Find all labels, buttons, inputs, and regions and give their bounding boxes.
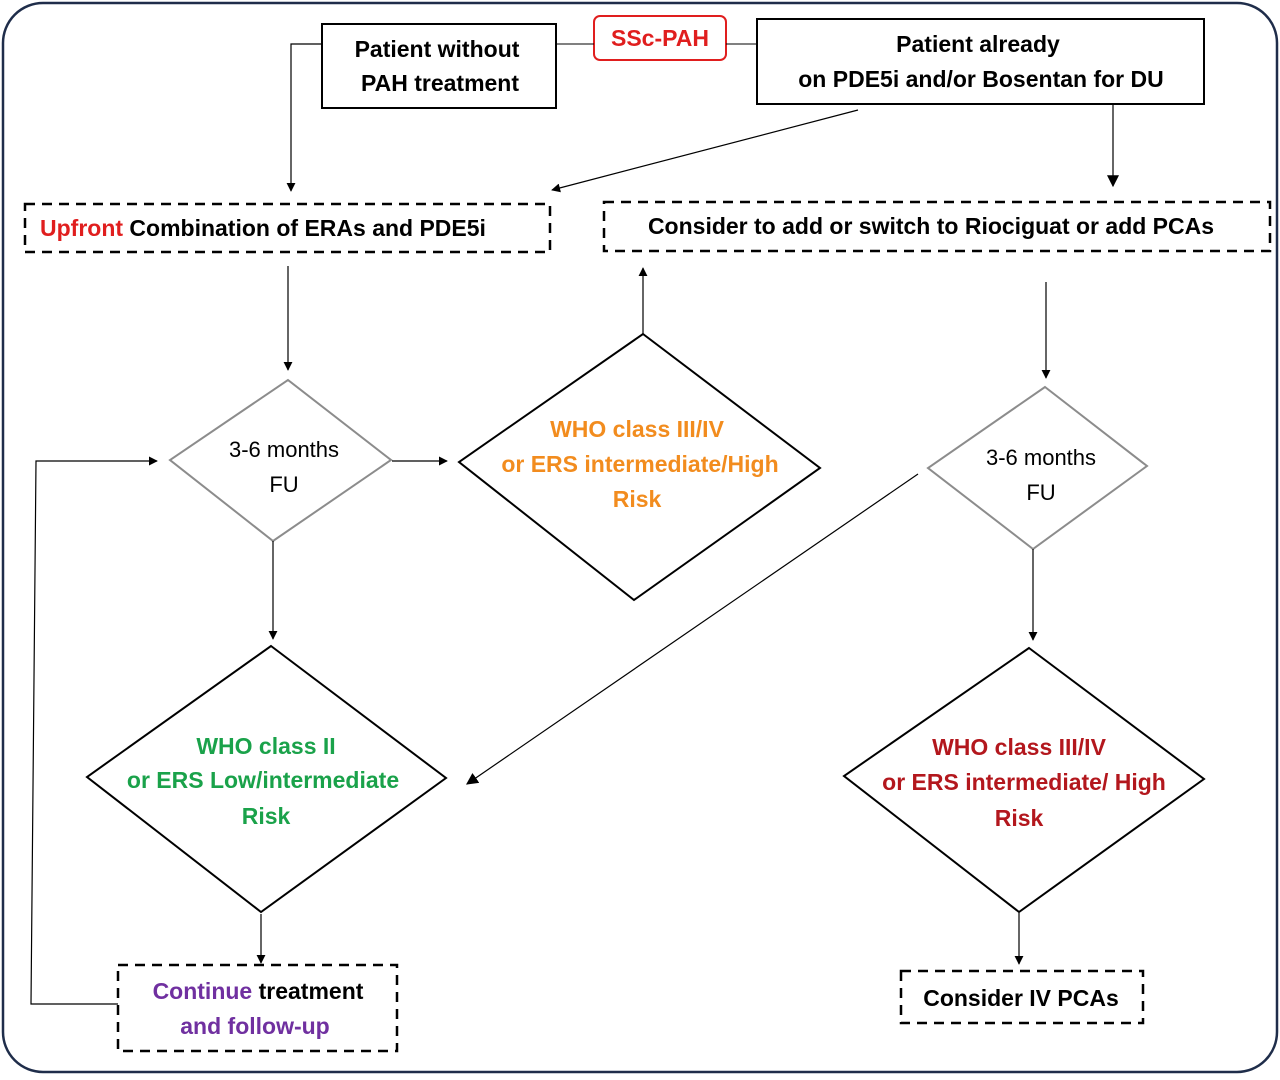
consider-add-label: Consider to add or switch to Riociguat o… — [648, 213, 1214, 239]
fu-right-node: 3-6 months FU — [926, 385, 1149, 551]
upfront-rest: Combination of ERAs and PDE5i — [123, 215, 486, 241]
fu-left-node: 3-6 months FU — [168, 378, 393, 543]
who-orange-line3: Risk — [613, 486, 662, 512]
continue-highlight: Continue — [153, 978, 253, 1004]
fu-left-line2: FU — [269, 472, 298, 497]
upfront-node: Upfront Combination of ERAs and PDE5i — [23, 202, 552, 254]
consider-iv-node: Consider IV PCAs — [899, 969, 1145, 1025]
arrow-already-to-upfront — [551, 109, 859, 193]
already-on-line1: Patient already — [896, 31, 1060, 57]
continue-node: Continue treatment and follow-up — [116, 963, 399, 1053]
continue-line2: and follow-up — [180, 1013, 329, 1039]
who-green-line3: Risk — [242, 803, 291, 829]
who-green-line1: WHO class II — [196, 733, 335, 759]
consider-add-node: Consider to add or switch to Riociguat o… — [602, 200, 1272, 253]
fu-left-line1: 3-6 months — [229, 437, 339, 462]
already-on-line2: on PDE5i and/or Bosentan for DU — [798, 66, 1163, 92]
who-green-line2: or ERS Low/intermediate — [127, 767, 399, 793]
who-red-line3: Risk — [995, 805, 1044, 831]
who-orange-node: WHO class III/IV or ERS intermediate/Hig… — [457, 332, 822, 602]
no-treatment-line2: PAH treatment — [361, 70, 519, 96]
ssc-pah-node: SSc-PAH — [593, 15, 727, 61]
upfront-highlight: Upfront — [40, 215, 123, 241]
no-treatment-line1: Patient without — [355, 36, 520, 62]
who-red-line1: WHO class III/IV — [932, 734, 1106, 760]
who-red-line2: or ERS intermediate/ High — [882, 769, 1166, 795]
who-green-node: WHO class II or ERS Low/intermediate Ris… — [85, 644, 448, 914]
who-red-node: WHO class III/IV or ERS intermediate/ Hi… — [842, 646, 1206, 914]
ssc-pah-label: SSc-PAH — [611, 25, 709, 51]
arrow-fu-right-to-who-green — [466, 473, 919, 785]
no-treatment-node: Patient without PAH treatment — [321, 23, 557, 109]
fu-right-line1: 3-6 months — [986, 445, 1096, 470]
already-on-node: Patient already on PDE5i and/or Bosentan… — [756, 18, 1205, 105]
continue-line1: Continue treatment — [153, 978, 364, 1004]
who-orange-line2: or ERS intermediate/High — [501, 451, 778, 477]
fu-right-line2: FU — [1026, 480, 1055, 505]
arrow-no-treatment-to-upfront — [286, 43, 322, 192]
upfront-text: Upfront Combination of ERAs and PDE5i — [40, 215, 486, 241]
arrow-continue-loop — [30, 456, 158, 1005]
continue-rest: treatment — [252, 978, 364, 1004]
consider-iv-label: Consider IV PCAs — [923, 985, 1119, 1011]
who-orange-line1: WHO class III/IV — [550, 416, 724, 442]
